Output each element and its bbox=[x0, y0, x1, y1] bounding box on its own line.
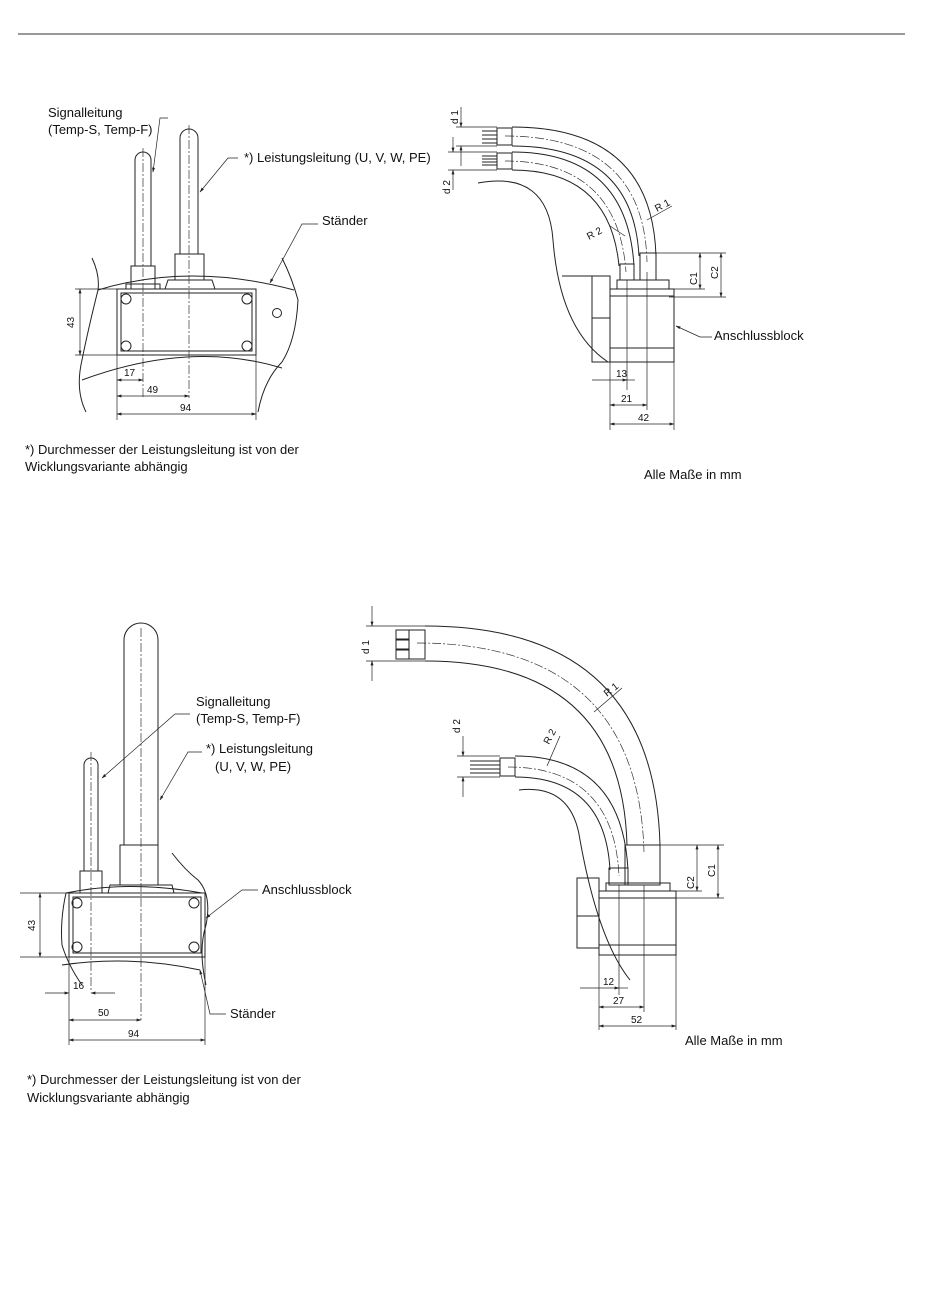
dim-b: 21 bbox=[621, 394, 633, 405]
label-c2: C2 bbox=[686, 876, 697, 889]
power-label: *) Leistungsleitung bbox=[206, 741, 313, 756]
top-units-note: Alle Maße in mm bbox=[644, 467, 742, 482]
top-footnote-line1: *) Durchmesser der Leistungsleitung ist … bbox=[25, 442, 300, 457]
dim-height: 43 bbox=[66, 316, 77, 328]
dim-height: 43 bbox=[27, 919, 38, 931]
dim-offset: 16 bbox=[73, 981, 85, 992]
label-r1: R 1 bbox=[602, 681, 621, 700]
bottom-footnote-line1: *) Durchmesser der Leistungsleitung ist … bbox=[27, 1072, 302, 1087]
bottom-front-view: 43 16 50 94 Signalleitung (Temp-S, Temp-… bbox=[20, 622, 352, 1045]
label-d1: d 1 bbox=[450, 110, 461, 124]
label-d1: d 1 bbox=[361, 640, 372, 654]
label-d2: d 2 bbox=[442, 180, 453, 194]
bottom-side-view: d 1 d 2 R 1 R 2 C1 C2 12 27 52 bbox=[361, 606, 724, 1030]
stator-label: Ständer bbox=[230, 1006, 276, 1021]
power-label-sub: (U, V, W, PE) bbox=[215, 759, 291, 774]
dim-c: 52 bbox=[631, 1015, 643, 1026]
dim-c: 42 bbox=[638, 413, 650, 424]
block-label: Anschlussblock bbox=[714, 328, 804, 343]
label-r2: R 2 bbox=[585, 225, 604, 242]
signal-label-sub: (Temp-S, Temp-F) bbox=[196, 711, 301, 726]
dim-power: 50 bbox=[98, 1008, 110, 1019]
bottom-units-note: Alle Maße in mm bbox=[685, 1033, 783, 1048]
signal-label: Signalleitung bbox=[48, 105, 122, 120]
power-label: *) Leistungsleitung (U, V, W, PE) bbox=[244, 150, 431, 165]
bottom-footnote-line2: Wicklungsvariante abhängig bbox=[27, 1090, 190, 1105]
label-c2: C2 bbox=[710, 266, 721, 279]
dim-width: 94 bbox=[128, 1029, 140, 1040]
dim-offset: 17 bbox=[124, 368, 136, 379]
signal-label-sub: (Temp-S, Temp-F) bbox=[48, 122, 153, 137]
dim-a: 12 bbox=[603, 977, 615, 988]
block-label: Anschlussblock bbox=[262, 882, 352, 897]
signal-label: Signalleitung bbox=[196, 694, 270, 709]
dim-b: 27 bbox=[613, 996, 625, 1007]
label-c1: C1 bbox=[689, 272, 700, 285]
top-side-view: d 1 d 2 R 1 R 2 C1 C2 13 21 42 Anschluss… bbox=[442, 107, 804, 430]
dim-a: 13 bbox=[616, 369, 628, 380]
label-r1: R 1 bbox=[653, 197, 672, 214]
stator-label: Ständer bbox=[322, 213, 368, 228]
label-d2: d 2 bbox=[452, 719, 463, 733]
top-footnote-line2: Wicklungsvariante abhängig bbox=[25, 459, 188, 474]
label-c1: C1 bbox=[707, 864, 718, 877]
dim-power: 49 bbox=[147, 385, 159, 396]
top-front-view: 43 17 49 94 Signalleitung (Temp-S, Temp-… bbox=[48, 105, 431, 420]
dim-width: 94 bbox=[180, 403, 192, 414]
